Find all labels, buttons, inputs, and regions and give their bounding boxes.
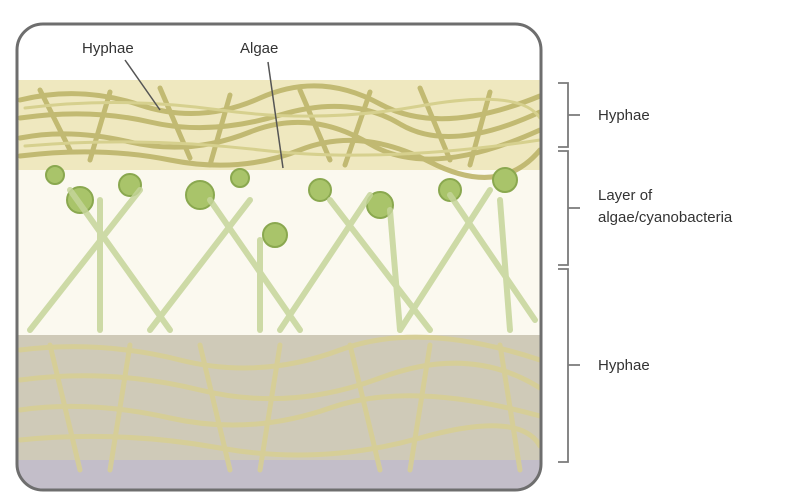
right-brackets (558, 83, 580, 462)
algal-layer (17, 170, 541, 340)
right-lower-hyphae-label: Hyphae (598, 357, 650, 374)
layer-label-line2: algae/cyanobacteria (598, 209, 733, 226)
algal-layer-bracket (558, 151, 580, 265)
top-hyphae-label: Hyphae (82, 40, 134, 57)
lower-hyphae-bracket (558, 269, 580, 462)
thallus-section (17, 24, 541, 495)
layer-label-line1: Layer of (598, 187, 653, 204)
algae-label: Algae (240, 40, 278, 57)
upper-hyphae-bracket (558, 83, 580, 147)
right-upper-hyphae-label: Hyphae (598, 107, 650, 124)
